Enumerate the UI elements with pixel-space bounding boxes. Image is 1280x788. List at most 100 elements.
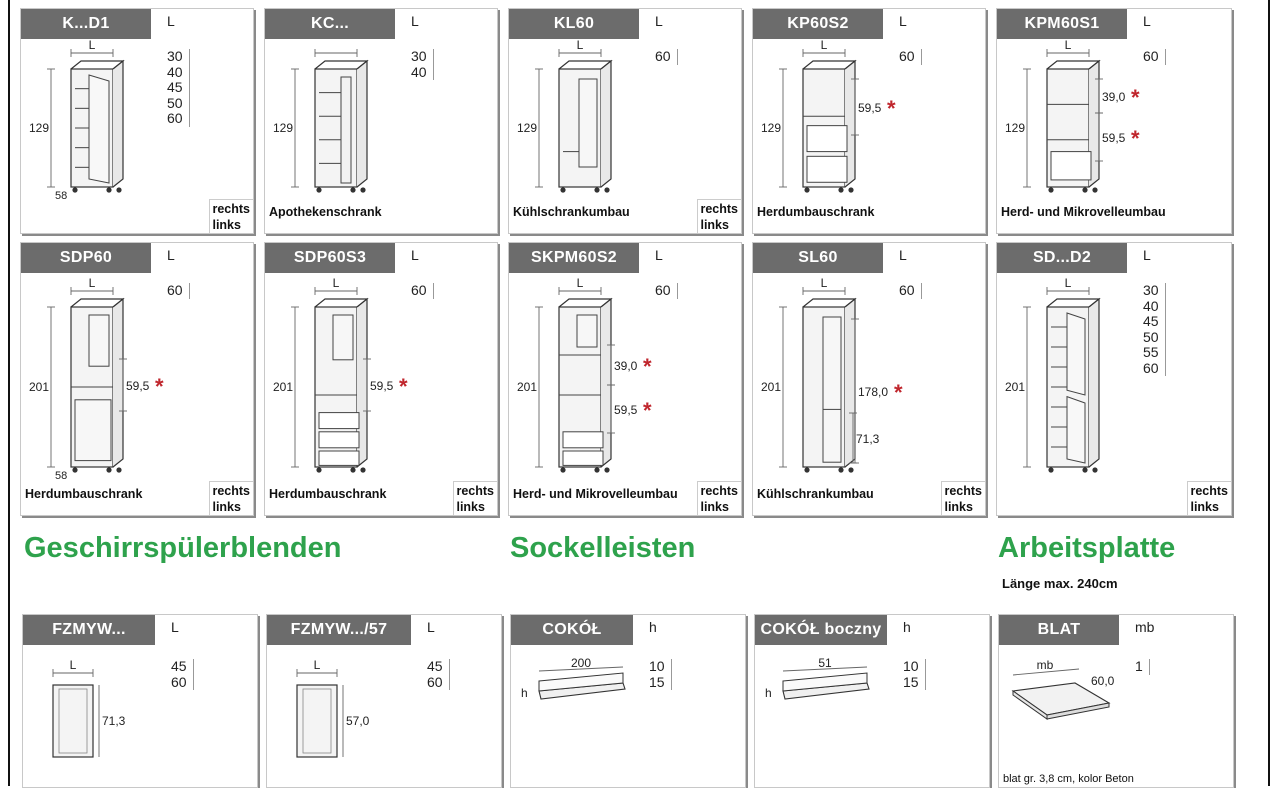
size-option: 60 — [427, 673, 443, 690]
niche-height-label: 39,0 — [614, 359, 638, 373]
door-side-option[interactable]: rechts — [700, 484, 738, 498]
door-side-options[interactable]: rechts links — [453, 481, 497, 515]
depth-dimension-label: 60,0 — [1091, 674, 1115, 688]
niche-height-label-asterisk: * — [894, 380, 903, 405]
heading-worktop: Arbeitsplatte — [998, 532, 1176, 564]
door-side-option[interactable]: links — [944, 500, 973, 514]
height-dimension-label: 201 — [761, 380, 781, 394]
niche-height-label-2: 59,5 — [614, 403, 638, 417]
depth-dimension-label: 58 — [55, 470, 67, 482]
door-side-options[interactable]: rechts links — [209, 481, 253, 515]
door-side-option[interactable]: rechts — [456, 484, 494, 498]
size-option: 55 — [1143, 344, 1159, 360]
niche-height-label-2: 59,5 — [1102, 131, 1126, 145]
door-side-option[interactable]: rechts — [944, 484, 982, 498]
product-code-badge: KC... — [265, 9, 395, 39]
size-options: 1 — [1135, 658, 1150, 675]
product-code-badge: BLAT — [999, 615, 1119, 645]
door-side-option[interactable]: rechts — [212, 202, 250, 216]
cabinet-drawing: L 57,0 — [267, 645, 457, 785]
size-option: 60 — [655, 48, 671, 64]
worktop-length-note: Länge max. 240cm — [1002, 576, 1118, 591]
width-dimension-label: L — [314, 658, 321, 672]
size-option: 40 — [1143, 297, 1159, 314]
depth-dimension-label: 58 — [55, 190, 67, 202]
size-options: 60 — [899, 48, 922, 65]
door-side-option[interactable]: rechts — [212, 484, 250, 498]
dimension-header: L — [167, 13, 175, 29]
door-side-options[interactable]: rechts links — [697, 199, 741, 233]
niche-height-label: 59,5 — [126, 379, 150, 393]
product-description: blat gr. 3,8 cm, kolor Beton — [1003, 773, 1134, 785]
size-option: 30 — [1143, 282, 1159, 298]
dimension-header: L — [411, 247, 419, 263]
door-side-option[interactable]: links — [456, 500, 485, 514]
height-dimension-label: 129 — [761, 121, 781, 135]
door-side-option[interactable]: links — [1190, 500, 1219, 514]
product-description: Apothekenschrank — [269, 205, 382, 219]
door-side-option[interactable]: links — [700, 500, 729, 514]
dimension-header: L — [411, 13, 419, 29]
niche-height-label-2-asterisk: * — [1131, 126, 1140, 151]
cabinet-drawing-svg: L 57,0 — [296, 658, 370, 758]
size-option: 60 — [655, 282, 671, 298]
door-side-option[interactable]: rechts — [1190, 484, 1228, 498]
dimension-header: L — [655, 13, 663, 29]
door-side-option[interactable]: rechts — [700, 202, 738, 216]
niche-height-label-asterisk: * — [643, 354, 652, 379]
door-side-option[interactable]: links — [212, 218, 241, 232]
size-option: 60 — [899, 282, 915, 298]
product-code-badge: KP60S2 — [753, 9, 883, 39]
door-side-options[interactable]: rechts links — [941, 481, 985, 515]
width-dimension-label: 51 — [818, 656, 832, 670]
size-option: 30 — [167, 48, 183, 64]
height-dimension-label: 71,3 — [102, 714, 126, 728]
size-option: 30 — [411, 48, 427, 64]
size-option: 60 — [899, 48, 915, 64]
door-side-option[interactable]: links — [700, 218, 729, 232]
size-options: 60 — [411, 282, 434, 299]
heading-plinths: Sockelleisten — [510, 532, 696, 564]
size-option: 15 — [649, 673, 665, 690]
product-description: Herd- und Mikrovelleumbau — [1001, 205, 1166, 219]
dimension-header: mb — [1135, 619, 1155, 635]
height-dimension-label: 57,0 — [346, 714, 370, 728]
size-options: 60 — [167, 282, 190, 299]
door-side-options[interactable]: rechts links — [1187, 481, 1231, 515]
size-option: 60 — [411, 282, 427, 298]
size-option: 45 — [427, 658, 443, 674]
door-side-options[interactable]: rechts links — [697, 481, 741, 515]
size-option: 60 — [171, 673, 187, 690]
door-side-options[interactable]: rechts links — [209, 199, 253, 233]
door-side-option[interactable]: links — [212, 500, 241, 514]
size-option: 40 — [167, 63, 183, 80]
cabinet-drawing-svg: 129 — [273, 49, 369, 193]
